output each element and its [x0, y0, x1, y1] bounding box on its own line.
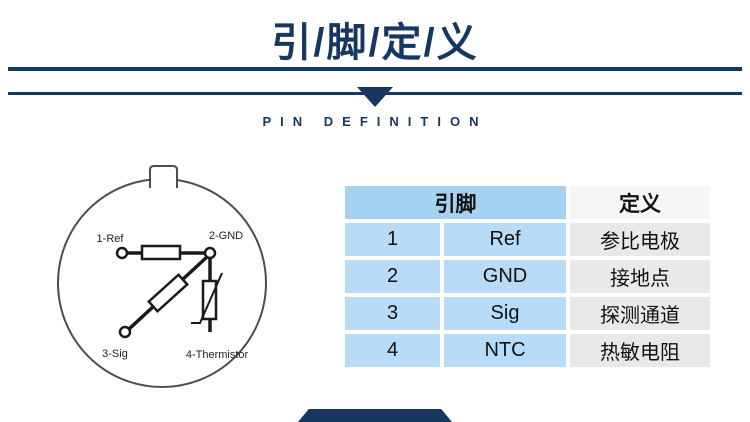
table-row-2-definition: 接地点	[570, 260, 710, 293]
table-row-4-name: NTC	[444, 334, 566, 367]
divider-line-top	[8, 67, 742, 71]
table-row-2-name: GND	[444, 260, 566, 293]
pin-1-pad	[115, 246, 129, 260]
table-row-4-definition: 热敏电阻	[570, 334, 710, 367]
table-header-pin: 引脚	[345, 186, 566, 219]
sensor-top-tab	[149, 165, 178, 188]
table-row-2-num: 2	[345, 260, 440, 293]
pin-2-label: 2-GND	[209, 230, 243, 242]
resistor-symbol-diagonal	[147, 273, 189, 313]
page-subtitle: PIN DEFINITION	[262, 114, 488, 129]
table-row-3-name: Sig	[444, 297, 566, 330]
pin-3-pad	[118, 325, 132, 339]
table-row-1-num: 1	[345, 223, 440, 256]
table-row-3-definition: 探测通道	[570, 297, 710, 330]
pin-1-label: 1-Ref	[97, 233, 125, 245]
ntc-mark	[191, 272, 223, 324]
page-title: 引/脚/定/义	[271, 21, 479, 65]
pin-3-label: 3-Sig	[102, 348, 128, 360]
table-row-1-name: Ref	[444, 223, 566, 256]
sensor-pin-diagram: 1-Ref 2-GND 3-Sig 4-Thermistor	[57, 165, 267, 388]
table-row-3-num: 3	[345, 297, 440, 330]
down-triangle-icon	[357, 87, 393, 107]
next-section-ribbon	[298, 409, 452, 422]
table-header-definition: 定义	[570, 186, 710, 219]
table-row-1-definition: 参比电极	[570, 223, 710, 256]
pin-4-label: 4-Thermistor	[186, 349, 249, 361]
pin-definition-table: 引脚 定义 1 Ref 参比电极 2 GND 接地点 3 Sig 探测通道 4 …	[345, 186, 710, 367]
table-row-4-num: 4	[345, 334, 440, 367]
pin-2-pad	[203, 246, 217, 260]
resistor-symbol-top	[140, 244, 182, 261]
